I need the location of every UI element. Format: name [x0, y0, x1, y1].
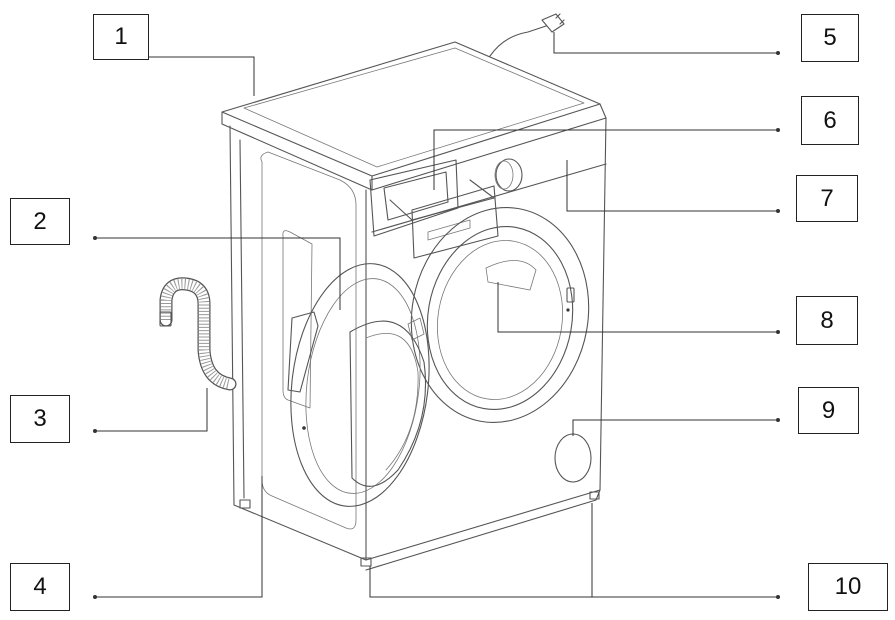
- callout-7: 7: [796, 175, 858, 222]
- detergent-drawer: [369, 159, 499, 259]
- body-left-side: [229, 125, 367, 561]
- callout-8: 8: [796, 296, 858, 345]
- leader-line-3: [95, 388, 208, 432]
- leader-dot-5: [776, 51, 780, 55]
- leader-line-6: [433, 129, 778, 190]
- leader-lines: [93, 32, 780, 599]
- leader-line-7: [566, 160, 778, 212]
- leader-line-10: [369, 503, 778, 598]
- callout-6: 6: [801, 96, 859, 145]
- leader-dot-9: [776, 418, 780, 422]
- leader-dot-7: [776, 209, 780, 213]
- leader-line-2: [95, 237, 341, 310]
- door-opening-drum: [410, 206, 590, 424]
- open-door: [287, 263, 430, 507]
- callout-1: 1: [93, 14, 149, 60]
- callout-3: 3: [10, 395, 70, 443]
- leader-dot-3: [93, 429, 97, 433]
- leader-dot-8: [776, 330, 780, 334]
- leader-dot-10: [776, 595, 780, 599]
- service-hatch: [554, 433, 592, 483]
- callout-10: 10: [808, 563, 888, 611]
- power-cord: [489, 13, 565, 57]
- leader-dot-2: [93, 236, 97, 240]
- program-knob: [494, 158, 523, 192]
- leader-line-8: [497, 282, 778, 333]
- top-panel: [221, 41, 607, 191]
- front-face: [365, 117, 607, 571]
- callout-2: 2: [10, 198, 70, 245]
- callout-9: 9: [798, 387, 859, 434]
- leader-dot-4: [93, 595, 97, 599]
- leader-dot-6: [776, 128, 780, 132]
- leader-line-1: [148, 56, 255, 96]
- callout-5: 5: [801, 14, 859, 62]
- callout-4: 4: [10, 563, 70, 611]
- feet: [239, 491, 600, 567]
- leader-line-9: [572, 419, 778, 436]
- leader-line-4: [95, 476, 263, 598]
- leader-line-5: [553, 32, 778, 54]
- drain-hose: [159, 277, 237, 391]
